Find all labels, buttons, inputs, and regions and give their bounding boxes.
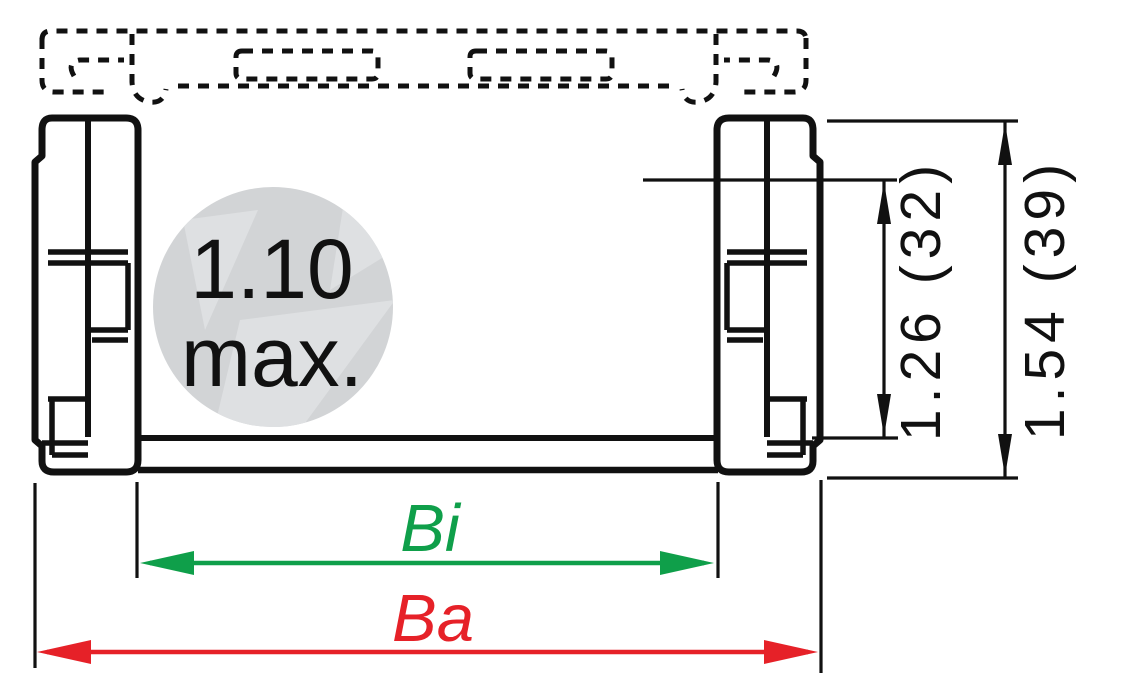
arrowhead-right-icon xyxy=(764,640,818,664)
outer-width-dimension: Ba xyxy=(33,480,823,673)
lid-right-inner-hook xyxy=(724,57,780,78)
lid-right-endcap xyxy=(740,38,809,95)
arrowhead-up-icon xyxy=(877,182,891,224)
outer-width-label: Ba xyxy=(392,581,474,656)
inner-width-label: Bi xyxy=(400,491,462,566)
badge-watermark-arrow xyxy=(183,195,393,427)
lid-left-endcap xyxy=(39,38,108,95)
max-diameter-badge: 1.10 max. xyxy=(153,187,393,427)
inner-height-label: 1.26 (32) xyxy=(889,159,953,441)
inner-width-dimension: Bi xyxy=(135,482,720,578)
lid-top-edge xyxy=(39,28,809,41)
arrowhead-left-icon xyxy=(140,551,194,575)
left-side-link xyxy=(35,118,138,472)
lid-left-inner-hook xyxy=(68,57,124,78)
open-crossbar-outline xyxy=(39,28,809,105)
arrowhead-right-icon xyxy=(660,551,714,575)
outer-height-dimension: 1.54 (39) xyxy=(827,119,1077,480)
arrowhead-up-icon xyxy=(998,123,1012,165)
bottom-crossbar xyxy=(138,435,718,474)
arrowhead-left-icon xyxy=(37,640,91,664)
right-side-link xyxy=(717,118,820,472)
lid-right-latch-hook xyxy=(679,34,719,105)
lid-left-latch-hook xyxy=(129,34,169,105)
badge-qualifier: max. xyxy=(181,310,363,404)
arrowhead-down-icon xyxy=(877,394,891,436)
lid-rib-window-1 xyxy=(233,48,381,82)
inner-height-dimension: 1.26 (32) xyxy=(643,159,953,441)
lid-rib-window-2 xyxy=(467,48,615,82)
badge-value: 1.10 xyxy=(190,222,354,316)
outer-height-label: 1.54 (39) xyxy=(1013,158,1077,440)
arrowhead-down-icon xyxy=(998,434,1012,476)
